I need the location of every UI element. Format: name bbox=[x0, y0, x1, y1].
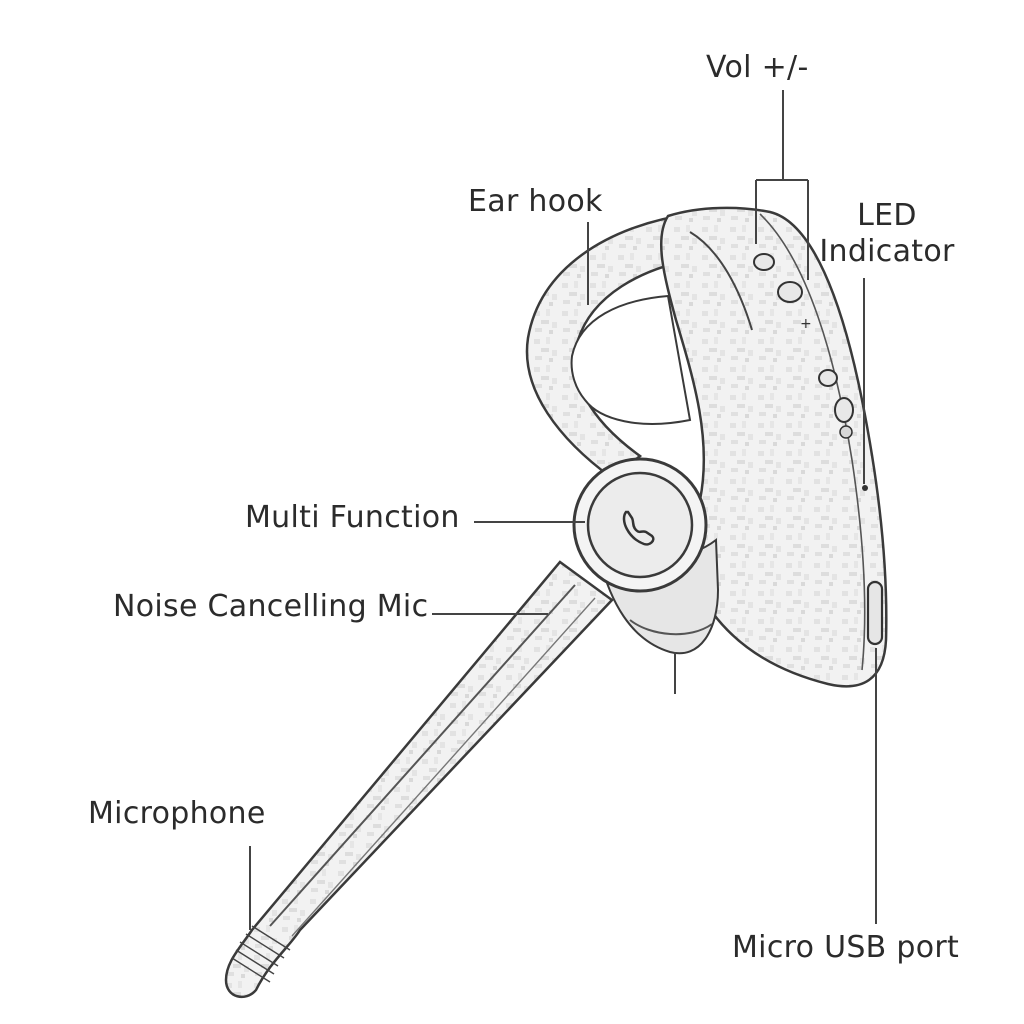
body-edge-highlight bbox=[759, 213, 866, 671]
multi-function-button-inner bbox=[586, 471, 694, 579]
label-ear-hook: Ear hook bbox=[468, 184, 603, 219]
label-vol: Vol +/- bbox=[706, 50, 809, 85]
phone-icon bbox=[622, 510, 655, 546]
volume-buttons: + bbox=[753, 253, 812, 332]
boom-arm-ridge bbox=[269, 584, 576, 927]
label-noise-cancelling-mic: Noise Cancelling Mic bbox=[113, 589, 429, 624]
label-multi-function: Multi Function bbox=[245, 500, 460, 535]
label-led-line2: Indicator bbox=[819, 234, 955, 269]
label-led-line1: LED bbox=[857, 198, 917, 233]
side-controls bbox=[818, 369, 854, 439]
body-groove bbox=[689, 231, 753, 331]
boom-arm bbox=[224, 560, 614, 999]
leader-vol bbox=[755, 90, 809, 280]
label-led-indicator: LED Indicator bbox=[812, 198, 962, 270]
label-microphone: Microphone bbox=[88, 796, 266, 831]
ear-hook-inner-gap bbox=[570, 294, 692, 425]
leader-lines bbox=[249, 90, 877, 930]
earpiece-ring bbox=[629, 619, 713, 636]
svg-text:+: + bbox=[800, 316, 812, 332]
micro-usb-port bbox=[866, 580, 884, 646]
label-micro-usb-port: Micro USB port bbox=[732, 930, 960, 965]
boom-arm-ridge-2 bbox=[291, 597, 596, 937]
microphone-tip-grille bbox=[231, 925, 291, 983]
led-indicator-dot bbox=[862, 485, 868, 491]
